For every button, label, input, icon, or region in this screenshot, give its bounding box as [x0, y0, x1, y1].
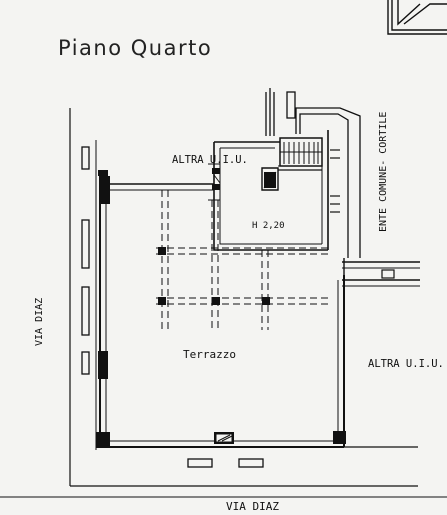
label-via-diaz-bottom: VIA DIAZ	[226, 500, 279, 513]
window-marks-bottom	[187, 458, 264, 468]
dashed-beams	[156, 190, 330, 330]
window-marks-left	[81, 146, 90, 375]
door-swing	[213, 171, 277, 189]
terrace-walls	[99, 172, 345, 448]
label-height: H 2,20	[252, 221, 285, 231]
room	[208, 130, 329, 251]
label-ente-comune-cortile: ENTE COMUNE- CORTILE	[378, 112, 389, 232]
room-openings	[212, 168, 276, 190]
duct-lines	[265, 88, 361, 258]
label-via-diaz-left: VIA DIAZ	[34, 298, 45, 346]
street-lines-left	[69, 108, 418, 487]
stair	[279, 137, 323, 167]
door-mark	[217, 434, 233, 442]
cortile-marks	[381, 269, 395, 279]
corner-fragment	[387, 0, 447, 35]
label-terrazzo: Terrazzo	[183, 348, 236, 361]
label-altra-uiu-right: ALTRA U.I.U.	[368, 358, 444, 370]
plan-title: Piano Quarto	[58, 36, 212, 60]
beam-nodes	[158, 247, 270, 305]
label-altra-uiu-top: ALTRA U.I.U.	[172, 154, 248, 166]
cortile-boundary	[342, 258, 420, 448]
wall-ticks-right	[330, 149, 340, 213]
pillars	[96, 170, 346, 448]
